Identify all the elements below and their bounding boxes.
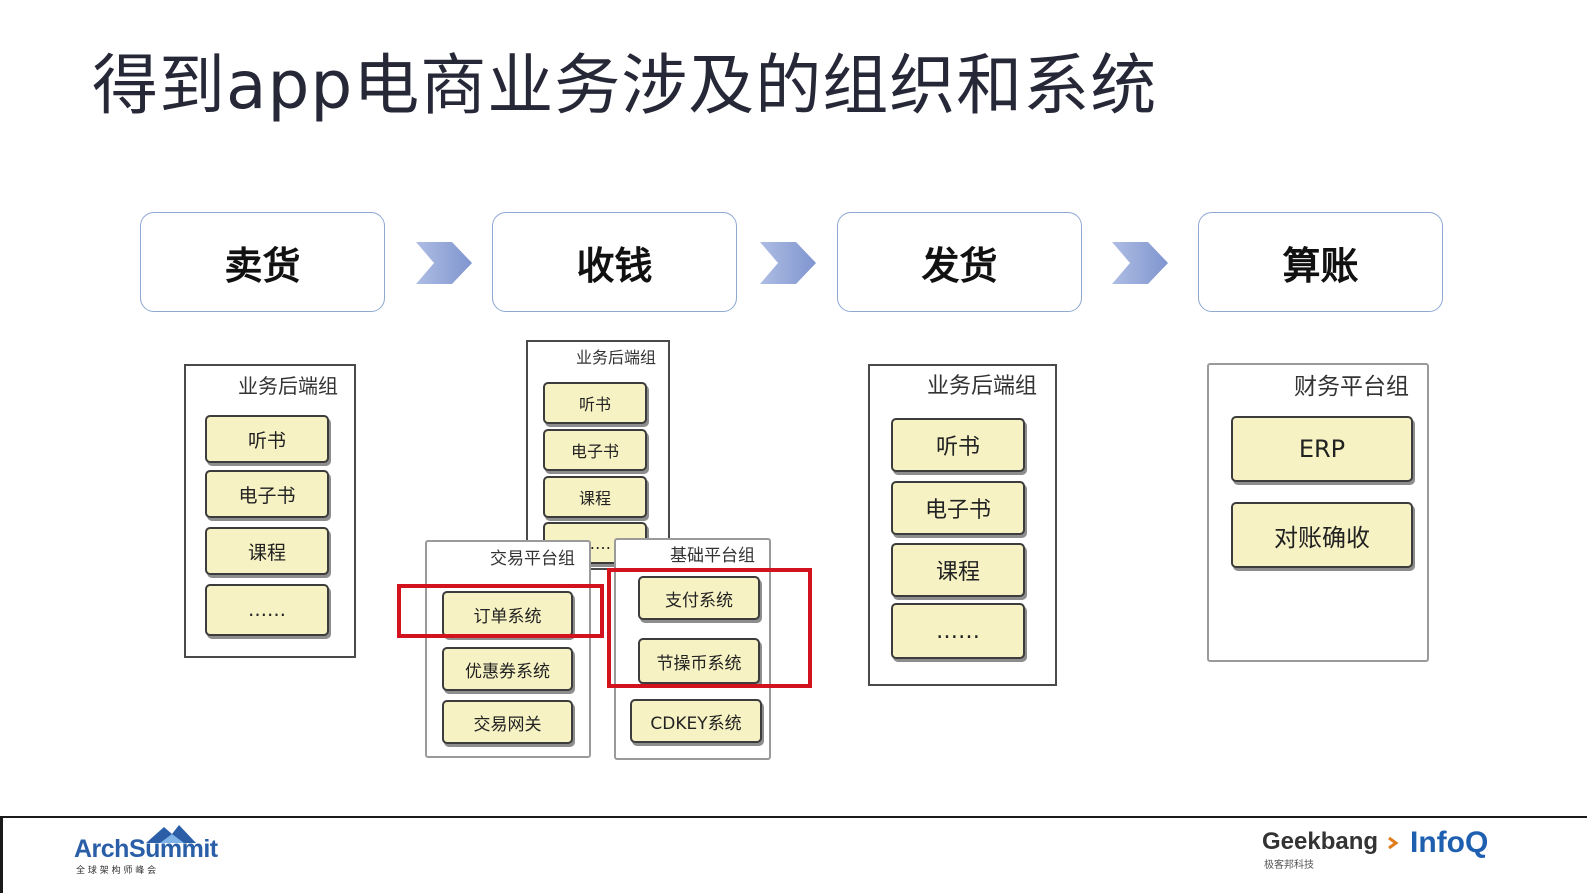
geekbang-subtitle: 极客邦科技 (1264, 860, 1314, 871)
group-finance-platform: 财务平台组 ERP 对账确收 (1207, 363, 1429, 662)
group-collect-backend: 业务后端组 听书 电子书 课程 …… (526, 340, 670, 570)
geekbang-wordmark: Geekbang (1262, 828, 1379, 855)
group-title: 交易平台组 (490, 549, 575, 569)
archsummit-wordmark: ArchSummit (74, 835, 218, 863)
archsummit-subtitle: 全 球 架 构 师 峰 会 (76, 866, 157, 876)
archsummit-logo: ArchSummit 全 球 架 构 师 峰 会 (74, 823, 218, 883)
group-title: 财务平台组 (1294, 374, 1409, 400)
item-reconciliation: 对账确收 (1231, 502, 1413, 568)
group-trade-platform: 交易平台组 订单系统 优惠券系统 交易网关 (425, 540, 591, 758)
highlight-order-system (397, 584, 604, 638)
chevron-right-icon (760, 242, 816, 284)
item-erp: ERP (1231, 416, 1413, 482)
chevron-right-icon (1112, 242, 1168, 284)
geekbang-logo: Geekbang 极客邦科技 (1262, 828, 1402, 872)
page-title: 得到app电商业务涉及的组织和系统 (92, 47, 1158, 124)
chevron-right-icon (416, 242, 472, 284)
infoq-logo: InfoQ (1410, 826, 1489, 859)
item-audiobook: 听书 (891, 418, 1025, 472)
step-ship: 发货 (837, 212, 1082, 312)
item-course: 课程 (205, 527, 329, 575)
group-title: 业务后端组 (575, 348, 656, 367)
item-course: 课程 (891, 543, 1025, 597)
group-title: 业务后端组 (238, 374, 338, 398)
group-title: 业务后端组 (926, 374, 1037, 399)
step-sell: 卖货 (140, 212, 385, 312)
item-ebook: 电子书 (205, 470, 329, 518)
footer-divider-left (0, 818, 3, 893)
item-coupon-system: 优惠券系统 (442, 647, 573, 691)
item-coin-system: 节操币系统 (638, 638, 760, 684)
item-cdkey-system: CDKEY系统 (630, 699, 762, 743)
item-payment-system: 支付系统 (638, 576, 760, 620)
item-trade-gateway: 交易网关 (442, 700, 573, 744)
step-collect: 收钱 (492, 212, 737, 312)
chevron-right-icon (1388, 836, 1399, 850)
item-audiobook: 听书 (205, 415, 329, 463)
item-ebook: 电子书 (891, 481, 1025, 535)
mountain-icon (146, 825, 196, 843)
item-more: …… (891, 603, 1025, 659)
highlight-payment-systems (607, 568, 812, 688)
group-title: 基础平台组 (670, 546, 755, 566)
item-course: 课程 (543, 476, 647, 518)
group-infra-platform: 基础平台组 支付系统 节操币系统 CDKEY系统 (614, 538, 771, 760)
item-more: …… (205, 584, 329, 636)
group-ship-backend: 业务后端组 听书 电子书 课程 …… (868, 364, 1057, 686)
group-sell-backend: 业务后端组 听书 电子书 课程 …… (184, 364, 356, 658)
footer-divider (0, 816, 1587, 818)
item-ebook: 电子书 (543, 429, 647, 471)
step-accounting: 算账 (1198, 212, 1443, 312)
item-audiobook: 听书 (543, 382, 647, 424)
